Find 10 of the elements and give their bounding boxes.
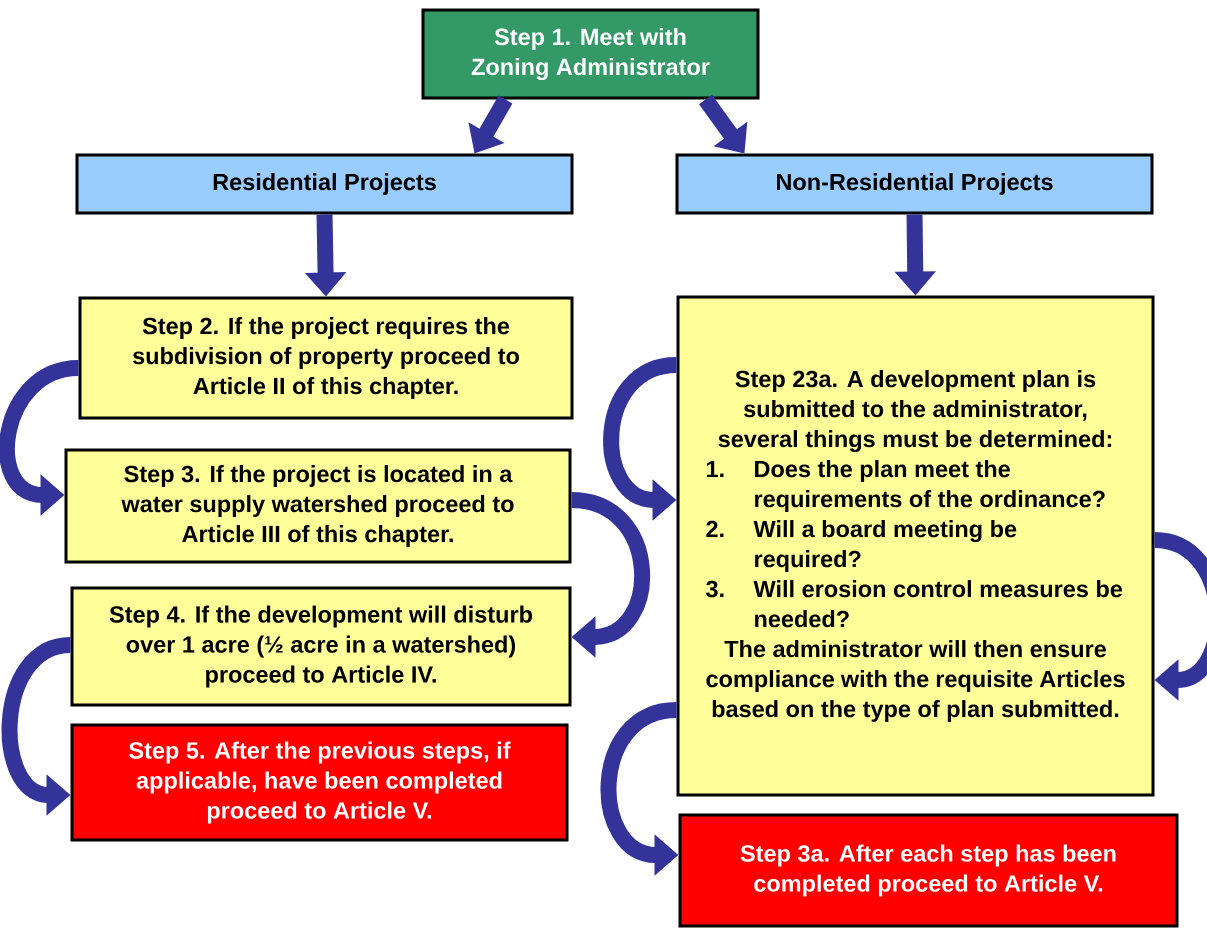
- category-box: Non-Residential Projects: [675, 153, 1154, 215]
- step-box: Step 2. If the project requires the subdivision of property proceed to Article II of this chapter.: [78, 296, 574, 420]
- step-box: Step 23a. A development plan is submitted to the administrator, several things must be determined: 1. Does the plan meet the requirements of the ordinance? 2. Will a board meeting be required? 3. Will erosion control measures be needed? The administrator will then ensure compliance with the requisite Articles based on the type of plan submitted.: [676, 295, 1155, 797]
- step-box: Step 3. If the project is located in a water supply watershed proceed to Article III of this chapter.: [64, 448, 572, 564]
- arrow: [1153, 532, 1207, 701]
- step-box: Step 1. Meet with Zoning Administrator: [421, 8, 760, 100]
- final-step-box: Step 3a. After each step has been completed proceed to Article V.: [678, 813, 1179, 928]
- step-box: Step 4. If the development will disturb over 1 acre (½ acre in a watershed) proceed to Article IV.: [70, 586, 572, 707]
- category-box: Residential Projects: [75, 153, 574, 215]
- final-step-box: Step 5. After the previous steps, if applicable, have been completed proceed to Article V.: [70, 723, 569, 842]
